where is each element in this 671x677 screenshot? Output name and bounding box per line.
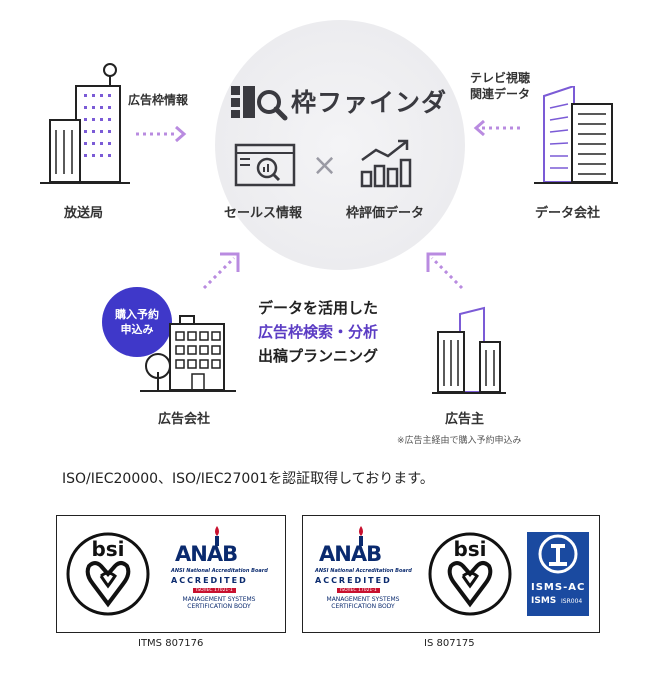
times-sign: × <box>312 148 338 183</box>
arrow-left-icon <box>470 119 524 140</box>
purchase-badge-line2: 申込み <box>120 323 154 336</box>
message-line3: 出稿プランニング <box>258 347 379 365</box>
cert-caption-itms: ITMS 807176 <box>138 638 204 649</box>
purchase-badge-line1: 購入予約 <box>115 308 159 321</box>
sales-info-label: セールス情報 <box>224 206 303 221</box>
bsi-kitemark-icon: bsi <box>65 522 151 630</box>
svg-text:bsi: bsi <box>453 537 486 561</box>
arrow-up-left-icon <box>420 246 466 296</box>
broadcaster-label: 放送局 <box>64 206 104 221</box>
advertiser-building-icon <box>432 306 506 400</box>
slot-eval-label: 枠評価データ <box>346 206 425 221</box>
cert-caption-is: IS 807175 <box>424 638 475 649</box>
svg-text:bsi: bsi <box>91 537 124 561</box>
arrow-right-icon <box>136 125 190 146</box>
growth-chart-icon <box>358 138 414 192</box>
data-company-flow-line1: テレビ視聴 <box>470 71 531 85</box>
logo-text: 枠ファインダ <box>291 88 448 117</box>
data-company-building-icon <box>534 84 618 194</box>
sales-monitor-icon <box>234 143 296 193</box>
purchase-badge: 購入予約 申込み <box>102 287 172 357</box>
message-line2: 広告枠検索・分析 <box>258 323 379 341</box>
broadcaster-flow-label: 広告枠情報 <box>128 93 189 107</box>
advertiser-label: 広告主 <box>445 412 485 427</box>
isms-ac-logo: ISMS-AC ISMS ISR004 <box>527 532 589 616</box>
agency-label: 広告会社 <box>158 412 211 427</box>
data-company-flow-line2: 関連データ <box>470 87 531 101</box>
logo-icon <box>229 82 289 122</box>
isms-mark-icon <box>538 534 578 574</box>
data-company-label: データ会社 <box>535 206 601 221</box>
torch-icon <box>359 526 363 546</box>
bsi-kitemark-icon: bsi <box>427 522 513 630</box>
center-message: データを活用した 広告枠検索・分析 出稿プランニング <box>258 296 378 368</box>
iso-statement: ISO/IEC20000、ISO/IEC27001を認証取得しております。 <box>62 471 434 487</box>
message-line1: データを活用した <box>258 299 379 317</box>
agency-building-icon <box>140 312 236 400</box>
cert-box-itms: bsi ANAB ANSI National Accreditation Boa… <box>56 515 286 633</box>
broadcaster-building-icon <box>40 62 130 196</box>
advertiser-note: ※広告主経由で購入予約申込み <box>397 436 522 446</box>
arrow-up-right-icon <box>200 246 246 296</box>
torch-icon <box>215 526 219 546</box>
cert-box-is: ANAB ANSI National Accreditation Board A… <box>302 515 600 633</box>
